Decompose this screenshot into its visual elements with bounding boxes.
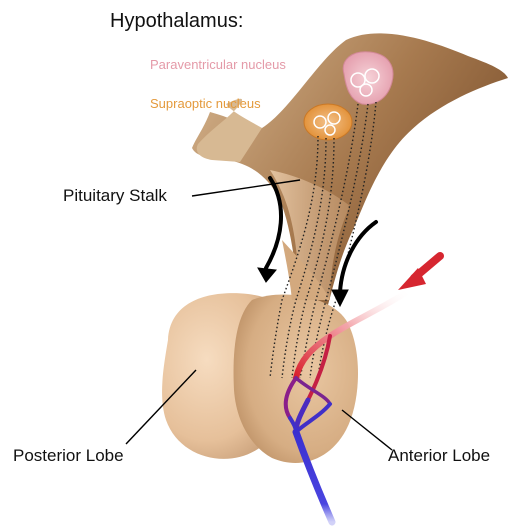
left-flow-arrow [266, 178, 281, 268]
supraoptic-label: Supraoptic nucleus [150, 96, 261, 111]
pituitary-stalk-label: Pituitary Stalk [63, 186, 167, 205]
supraoptic-nucleus [304, 104, 352, 140]
artery-inflow-arrow [398, 256, 440, 290]
hypothalamus-title: Hypothalamus: [110, 10, 243, 32]
posterior-lobe-label: Posterior Lobe [13, 446, 124, 465]
anterior-leader-line [342, 410, 392, 450]
anterior-lobe-label: Anterior Lobe [388, 446, 490, 465]
paraventricular-label: Paraventricular nucleus [150, 57, 286, 72]
